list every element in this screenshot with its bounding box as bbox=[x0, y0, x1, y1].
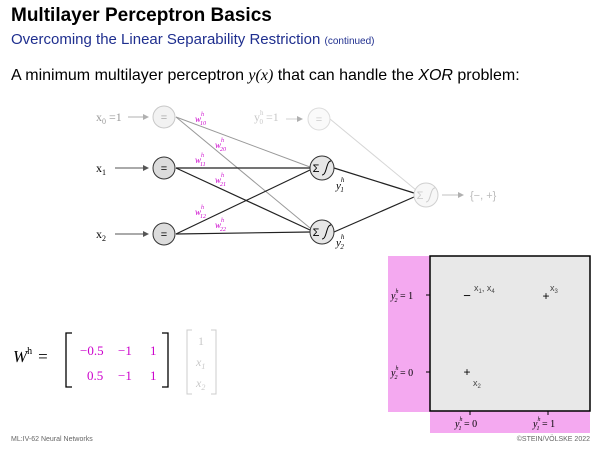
input-node-x0: = bbox=[152, 105, 176, 129]
point-plus-symbol-x2: + bbox=[463, 365, 470, 379]
intro-sentence: A minimum multilayer perceptron y(x) tha… bbox=[11, 67, 520, 85]
edge-x0-h2 bbox=[175, 116, 311, 229]
vector-entry-2: x2 bbox=[195, 376, 205, 392]
footer-right: ©STEIN/VÖLSKE 2022 bbox=[516, 436, 590, 443]
input-node-x1: = bbox=[152, 156, 176, 180]
intro-before: A minimum multilayer perceptron bbox=[11, 67, 249, 84]
output-set: {−, +} bbox=[470, 190, 497, 202]
edge-h2-out bbox=[333, 196, 415, 233]
hidden-node-1: Σ bbox=[309, 155, 335, 181]
point-plus-label-x3: x3 bbox=[550, 283, 559, 295]
node-eq-symbol: = bbox=[161, 163, 167, 175]
edge-x2-h1 bbox=[175, 169, 311, 235]
edge-x1-h2 bbox=[175, 167, 311, 231]
output-node: Σ bbox=[413, 182, 439, 208]
intro-math: y(x) bbox=[248, 67, 274, 84]
subtitle-text: Overcoming the Linear Separability Restr… bbox=[11, 31, 321, 48]
x-axis-band bbox=[430, 411, 590, 433]
matrix-cell-0-2: 1 bbox=[150, 343, 157, 358]
footer-left: ML:IV-62 Neural Networks bbox=[11, 436, 93, 443]
sum-symbol: Σ bbox=[313, 163, 320, 175]
matrix-vector: 1 x1 x2 bbox=[195, 334, 205, 392]
point-minus-symbol: − bbox=[463, 288, 471, 303]
matrix-lhs: Wh= bbox=[13, 346, 48, 366]
input-x1-label: x1 bbox=[96, 161, 106, 177]
plot-points: − x1, x4 x3 + + x2 bbox=[463, 283, 558, 390]
node-eq-symbol: = bbox=[161, 112, 167, 124]
hidden-bias-node: = bbox=[307, 107, 331, 131]
hidden-node-2: Σ bbox=[309, 219, 335, 245]
matrix-cell-0-0: −0.5 bbox=[80, 343, 104, 358]
edge-h1-out bbox=[333, 167, 415, 194]
plot-area bbox=[429, 255, 591, 412]
subtitle-note: (continued) bbox=[324, 36, 375, 47]
slide-title: Multilayer Perceptron Basics bbox=[11, 5, 272, 26]
intro-middle: that can handle the bbox=[273, 67, 419, 84]
matrix-cell-1-2: 1 bbox=[150, 368, 157, 383]
input-x0-label: x0 =1 bbox=[96, 110, 122, 126]
input-labels: x0 =1 x1 x2 bbox=[96, 110, 122, 243]
node-eq-symbol: = bbox=[161, 229, 167, 241]
input-node-x2: = bbox=[152, 222, 176, 246]
input-x2-label: x2 bbox=[96, 227, 106, 243]
edge-x2-h2 bbox=[175, 231, 311, 235]
point-plus-symbol-x3: + bbox=[542, 289, 549, 303]
sum-symbol: Σ bbox=[313, 227, 320, 239]
vector-entry-1: x1 bbox=[195, 355, 205, 371]
y-axis-band bbox=[388, 256, 430, 412]
node-eq-symbol: = bbox=[316, 114, 322, 126]
slide-subtitle: Overcoming the Linear Separability Restr… bbox=[11, 31, 375, 48]
input-arrows bbox=[115, 114, 464, 237]
matrix-cell-1-1: −1 bbox=[118, 368, 132, 383]
intro-after: problem: bbox=[452, 67, 520, 84]
point-plus-label-x2: x2 bbox=[473, 378, 482, 390]
vector-entry-0: 1 bbox=[198, 334, 204, 348]
network-edges bbox=[175, 116, 417, 235]
intro-em: XOR bbox=[418, 67, 453, 84]
edge-x0-h1 bbox=[175, 116, 311, 168]
weight-matrix: Wh= −0.5 −1 1 0.5 −1 1 1 x1 x2 bbox=[13, 329, 217, 395]
matrix-cell-0-1: −1 bbox=[118, 343, 132, 358]
matrix-entries: −0.5 −1 1 0.5 −1 1 bbox=[80, 343, 157, 383]
matrix-cell-1-0: 0.5 bbox=[87, 368, 103, 383]
sum-symbol: Σ bbox=[417, 190, 424, 202]
edge-bias-out bbox=[329, 118, 417, 191]
